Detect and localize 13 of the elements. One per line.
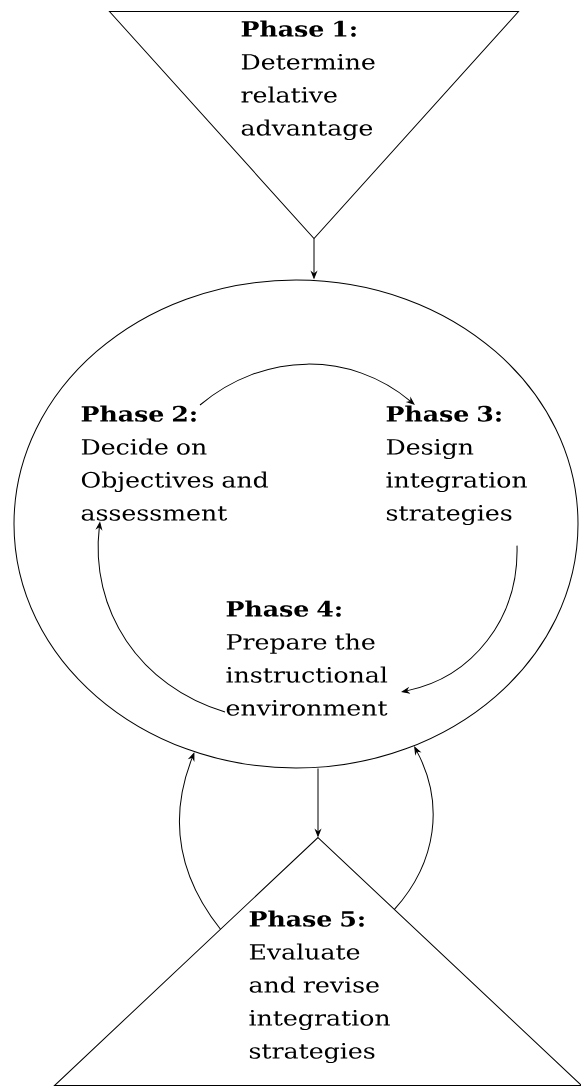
arrow	[401, 545, 518, 694]
phase-text: Phase 4: Prepare the instructional environment	[226, 600, 388, 716]
phase-text: Phase 5: Evaluate and revise integration strategies	[249, 910, 390, 1064]
arrow	[96, 522, 226, 713]
arrow	[179, 752, 221, 930]
phase-text: Phase 2: Decide on Objectives and assessment	[81, 405, 269, 521]
arrow	[199, 363, 415, 406]
arrow	[311, 238, 317, 279]
phase-text: Phase 1: Determine relative advantage	[241, 20, 375, 141]
circle	[13, 279, 579, 769]
arrow	[315, 768, 321, 837]
phase-text: Phase 3: Design integration strategies	[386, 405, 527, 526]
arrow	[393, 746, 434, 910]
